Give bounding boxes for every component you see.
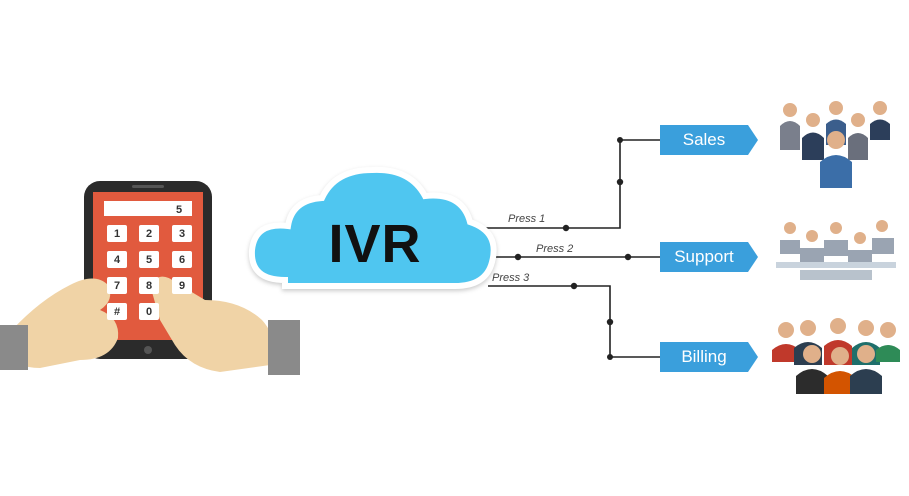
department-billing: Billing <box>660 342 758 372</box>
key-1[interactable]: 1 <box>107 225 127 242</box>
department-sales: Sales <box>660 125 758 155</box>
hands-icon <box>0 276 300 375</box>
press-label-3: Press 3 <box>492 272 530 284</box>
sales-team-icon <box>780 101 890 188</box>
key-3[interactable]: 3 <box>172 225 192 242</box>
key-6[interactable]: 6 <box>172 251 192 268</box>
key-9[interactable]: 9 <box>172 277 192 294</box>
ivr-label: IVR <box>328 214 422 274</box>
key-2[interactable]: 2 <box>139 225 159 242</box>
key-0[interactable]: 0 <box>139 303 159 320</box>
key-5[interactable]: 5 <box>139 251 159 268</box>
key-hash[interactable]: # <box>107 303 127 320</box>
cloud-icon <box>248 166 497 289</box>
key-8[interactable]: 8 <box>139 277 159 294</box>
billing-team-icon <box>772 318 900 394</box>
press-label-2: Press 2 <box>536 243 574 255</box>
press-label-1: Press 1 <box>508 213 546 225</box>
key-4[interactable]: 4 <box>107 251 127 268</box>
connector-dots <box>514 137 632 360</box>
department-support: Support <box>660 242 758 272</box>
route-line-billing <box>488 285 660 358</box>
phone-display-value: 5 <box>176 204 183 216</box>
key-7[interactable]: 7 <box>107 277 127 294</box>
support-team-icon <box>776 220 896 280</box>
